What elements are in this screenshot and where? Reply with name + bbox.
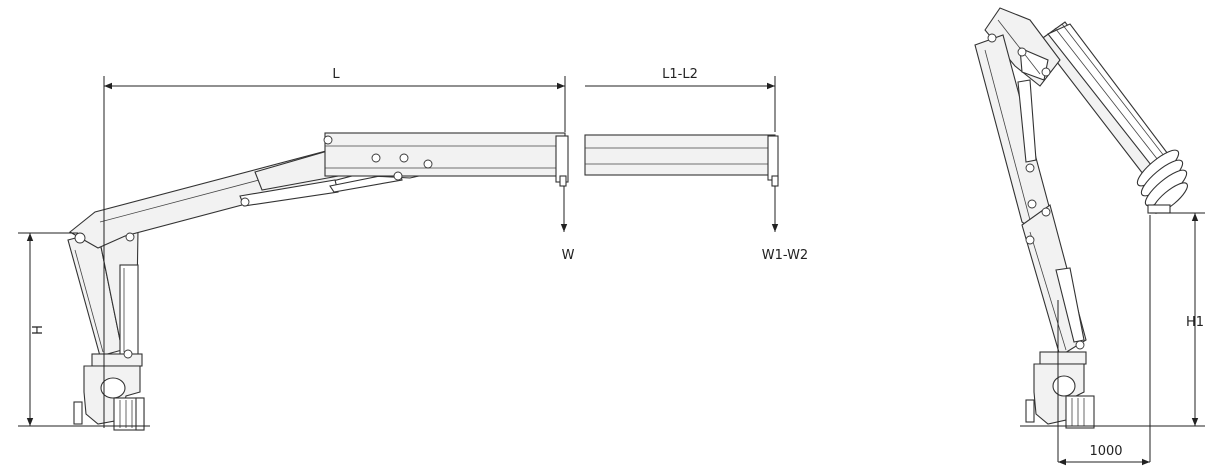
crane-folded xyxy=(974,7,1188,429)
crane-extension-boom-2 xyxy=(584,134,779,187)
folded-main-boom xyxy=(974,34,1051,233)
label-H1: H1 xyxy=(1186,315,1204,330)
label-H: H xyxy=(31,325,46,335)
label-L1L2: L1-L2 xyxy=(662,67,698,82)
dimensions-left: L L1-L2 W W1-W2 H xyxy=(18,67,808,428)
label-L: L xyxy=(332,67,340,82)
crane-column xyxy=(67,229,139,357)
folded-extension-boom xyxy=(1039,21,1188,214)
crane-extension-boom-1 xyxy=(324,132,569,187)
crane-pins xyxy=(74,135,433,359)
dimensions-right: H1 1000 xyxy=(1020,212,1205,466)
label-W: W xyxy=(562,248,575,263)
folded-pins xyxy=(987,33,1085,350)
label-1000: 1000 xyxy=(1089,444,1122,459)
crane-extended xyxy=(67,132,779,431)
folded-column xyxy=(1021,204,1087,357)
label-W1W2: W1-W2 xyxy=(762,248,808,263)
folded-knuckle xyxy=(984,7,1061,87)
folded-base xyxy=(1025,351,1095,429)
crane-base xyxy=(73,353,145,431)
